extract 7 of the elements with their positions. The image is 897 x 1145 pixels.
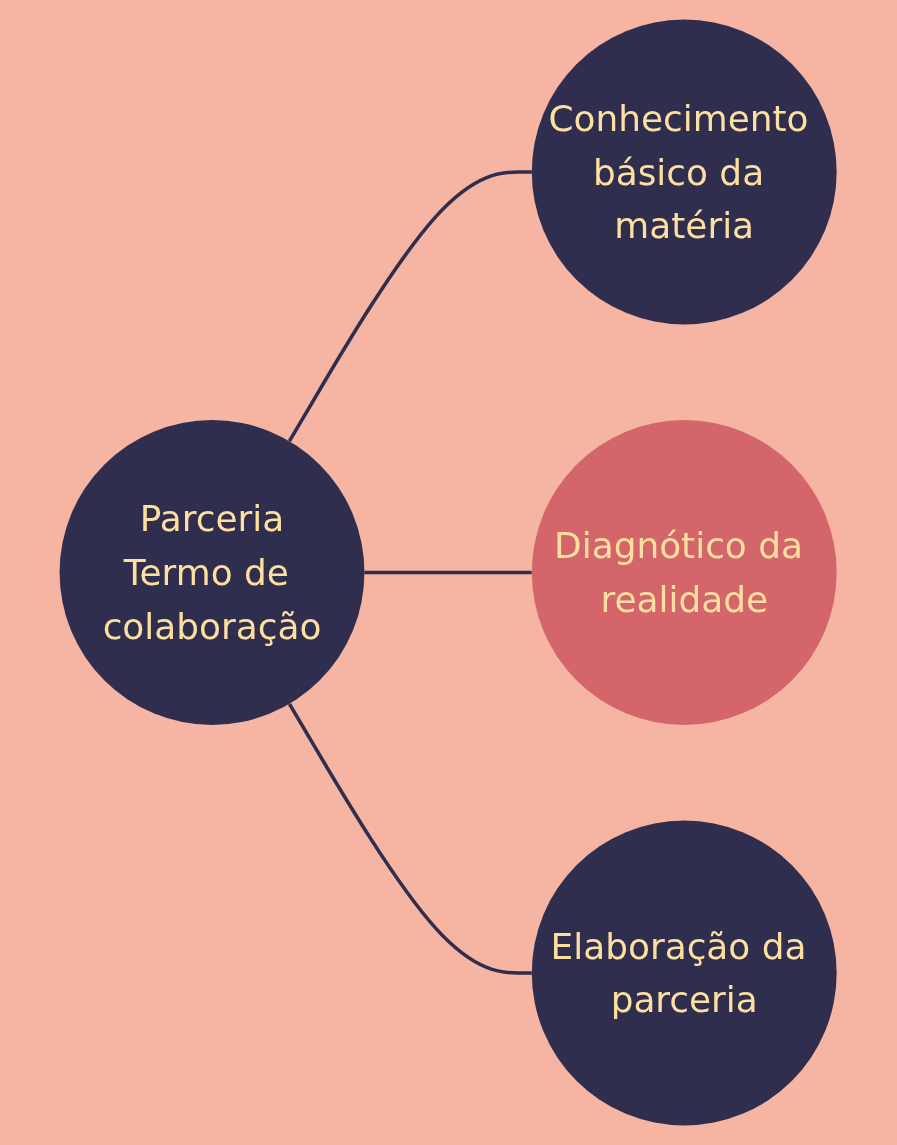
connector	[288, 702, 533, 975]
connector	[288, 170, 533, 443]
connector	[364, 570, 533, 575]
node-circle: Elaboração da parceria	[532, 820, 838, 1126]
node-circle: Conhecimento básico da matéria	[532, 19, 838, 325]
node-circle: Parceria Termo de colaboração	[59, 420, 365, 725]
node-circle: Diagnótico da realidade	[532, 420, 838, 725]
